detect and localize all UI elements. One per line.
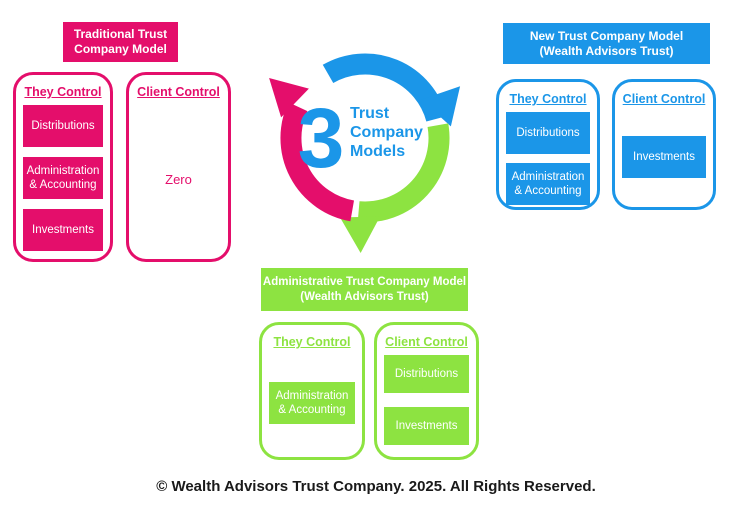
model-title-line: New Trust Company Model [529,28,684,43]
green-arc [357,123,450,223]
control-item: Investments [23,209,103,251]
pink-arrowhead-icon [269,77,309,118]
client-control-box-administrative: Client Control Distributions Investments [374,322,479,460]
control-item: Distributions [23,105,103,147]
model-title-traditional: Traditional Trust Company Model [63,22,178,62]
they-control-box-administrative: They Control Administration & Accounting [259,322,365,460]
client-control-items: Distributions Investments [384,355,469,445]
they-control-heading: They Control [273,335,351,349]
copyright-notice: © Wealth Advisors Trust Company. 2025. A… [156,478,596,495]
model-title-new: New Trust Company Model (Wealth Advisors… [503,23,710,64]
they-control-heading: They Control [24,85,102,99]
they-control-box-new: They Control Distributions Administratio… [496,79,600,210]
cycle-diagram [250,38,480,263]
center-label-line: Models [350,143,406,160]
model-title-line: (Wealth Advisors Trust) [300,290,429,303]
client-control-heading: Client Control [622,92,706,106]
center-number: 3 [297,91,345,185]
client-control-heading: Client Control [385,335,468,349]
pink-arc [280,102,355,222]
blue-arrowhead-icon [421,86,461,127]
they-control-content: Administration & Accounting [269,355,355,451]
client-control-box-new: Client Control Investments [612,79,716,210]
control-item: Administration & Accounting [23,157,103,199]
control-item: Administration & Accounting [269,382,355,424]
zero-note: Zero [165,171,192,187]
client-control-content: Zero [136,105,221,253]
they-control-items: Distributions Administration & Accountin… [506,112,590,205]
client-control-heading: Client Control [137,85,220,99]
model-title-line: Company Model [74,42,167,56]
model-title-line: (Wealth Advisors Trust) [539,43,674,58]
control-item: Investments [622,135,706,178]
client-control-content: Investments [622,112,706,201]
they-control-items: Distributions Administration & Accountin… [23,105,103,251]
control-item: Administration & Accounting [506,163,590,205]
green-arrowhead-icon [340,216,380,253]
they-control-heading: They Control [509,92,587,106]
model-title-line: Administrative Trust Company Model [262,275,467,288]
model-title-administrative: Administrative Trust Company Model (Weal… [261,268,468,311]
control-item: Distributions [384,355,469,393]
control-item: Distributions [506,112,590,154]
model-title-line: Traditional Trust [73,27,168,41]
center-label-line: Trust [350,105,390,122]
center-label-line: Company [350,124,423,141]
they-control-box-traditional: They Control Distributions Administratio… [13,72,113,262]
control-item: Investments [384,407,469,445]
center-label: Trust Company Models [350,104,423,161]
client-control-box-traditional: Client Control Zero [126,72,231,262]
cycle-arrows-svg [269,53,461,253]
